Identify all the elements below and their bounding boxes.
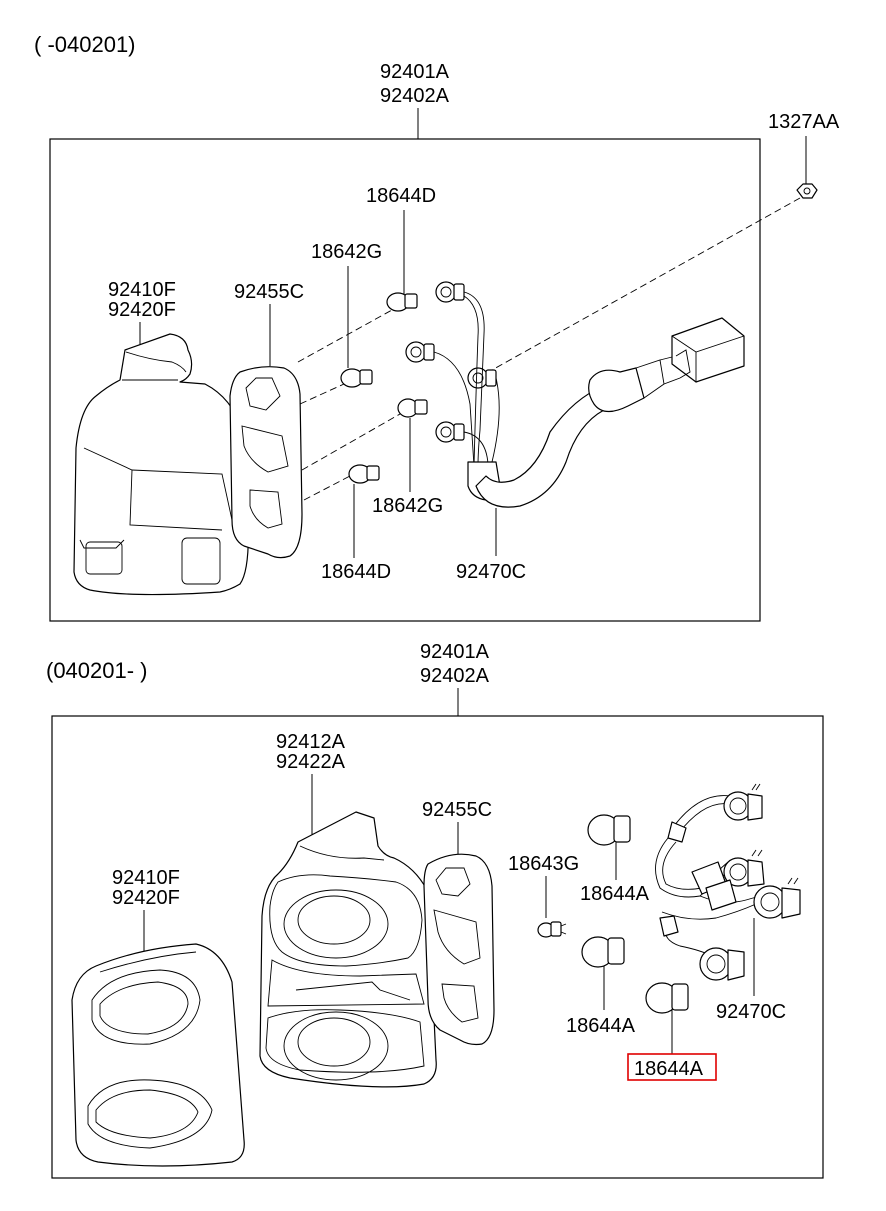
bulb-18644a-upper: [587, 814, 631, 846]
bot-bulb-g-label[interactable]: 18643G: [508, 853, 579, 875]
top-section-range: ( -040201): [34, 32, 136, 57]
top-bulb-g-upper-label[interactable]: 18642G: [311, 241, 382, 263]
top-assembly-label-2[interactable]: 92402A: [380, 85, 450, 107]
top-lens-label-2[interactable]: 92420F: [108, 299, 176, 321]
bulb-18644d-upper: [386, 292, 418, 312]
tail-lamp-housing-new: [259, 811, 437, 1088]
bot-housing-label-2[interactable]: 92422A: [276, 751, 346, 773]
bot-bulb-a-highlighted-label[interactable]: 18644A: [634, 1058, 704, 1080]
bot-bulb-a-lower-label[interactable]: 18644A: [566, 1015, 636, 1037]
dash-bulb-g-lower: [301, 413, 401, 471]
dash-bulb-g-upper: [299, 383, 345, 405]
bottom-assembly-label-2[interactable]: 92402A: [420, 665, 490, 687]
bot-harness-label[interactable]: 92470C: [716, 1001, 786, 1023]
top-section-frame: [49, 138, 761, 622]
dash-bulb-d-upper: [297, 309, 393, 363]
bot-lens-label-1[interactable]: 92410F: [112, 867, 180, 889]
bulb-18644a-highlighted: [645, 982, 689, 1014]
bottom-section-range: (040201- ): [46, 658, 148, 683]
bot-bulb-a-upper-label[interactable]: 18644A: [580, 883, 650, 905]
bot-housing-label-1[interactable]: 92412A: [276, 731, 346, 753]
top-bulb-d-upper-label[interactable]: 18644D: [366, 185, 436, 207]
bot-lens-label-2[interactable]: 92420F: [112, 887, 180, 909]
top-nut-label[interactable]: 1327AA: [768, 111, 840, 133]
bulb-18644d-lower: [348, 464, 380, 484]
bulb-18644a-lower: [581, 936, 625, 968]
top-harness-label[interactable]: 92470C: [456, 561, 526, 583]
bottom-assembly-label-1[interactable]: 92401A: [420, 641, 490, 663]
top-bulb-d-lower-label[interactable]: 18644D: [321, 561, 391, 583]
wiring-harness-new: [655, 783, 801, 981]
top-bulb-g-lower-label[interactable]: 18642G: [372, 495, 443, 517]
top-gasket-label[interactable]: 92455C: [234, 281, 304, 303]
bottom-section-frame: [51, 715, 824, 1179]
bulb-18642g-upper: [340, 368, 373, 388]
tail-lamp-lens-old: [73, 333, 249, 596]
nut-part: [796, 183, 818, 199]
dash-bulb-d-lower: [303, 475, 351, 501]
nut-dash-line: [491, 197, 801, 371]
highlight-box: [627, 1053, 717, 1081]
gasket-old: [229, 366, 303, 559]
wiring-harness-old: [405, 281, 745, 508]
bot-gasket-label[interactable]: 92455C: [422, 799, 492, 821]
top-lens-label-1[interactable]: 92410F: [108, 279, 176, 301]
bulb-18643g: [537, 921, 567, 938]
top-assembly-label-1[interactable]: 92401A: [380, 61, 450, 83]
tail-lamp-lens-new: [71, 943, 245, 1167]
gasket-new: [423, 853, 495, 1046]
bulb-18642g-lower: [397, 398, 428, 418]
